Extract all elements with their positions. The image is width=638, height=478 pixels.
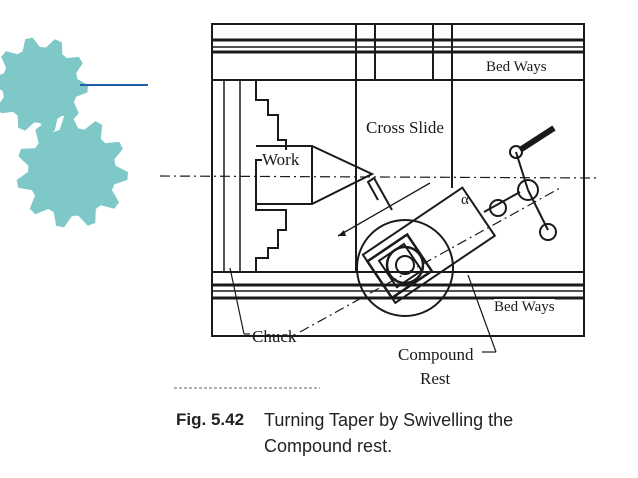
gear-icon: [16, 116, 129, 228]
label-cross-slide: Cross Slide: [366, 118, 444, 137]
gears-decoration: [0, 37, 148, 228]
swivel-axis: [299, 187, 561, 333]
swivel-base: [356, 219, 454, 317]
work-piece: [256, 145, 375, 205]
label-rest: Rest: [420, 369, 451, 388]
diagram-frame: [211, 23, 585, 337]
label-bed-ways-bottom: Bed Ways: [494, 299, 555, 316]
label-work: Work: [262, 150, 300, 170]
figure-caption-line1: Turning Taper by Swivelling the: [264, 410, 514, 430]
center-axis: [159, 175, 599, 179]
figure-caption-line2: Compound rest.: [264, 436, 393, 456]
label-alpha: α: [461, 192, 469, 208]
label-compound: Compound: [398, 345, 474, 364]
chuck-jaws: [255, 80, 287, 272]
compound-handle: [483, 125, 557, 241]
label-bed-ways-top: Bed Ways: [486, 59, 547, 75]
gear-icon: [0, 37, 88, 133]
label-chuck: Chuck: [252, 327, 297, 346]
lathe-diagram: [159, 23, 599, 389]
figure-number: Fig. 5.42: [176, 410, 245, 429]
